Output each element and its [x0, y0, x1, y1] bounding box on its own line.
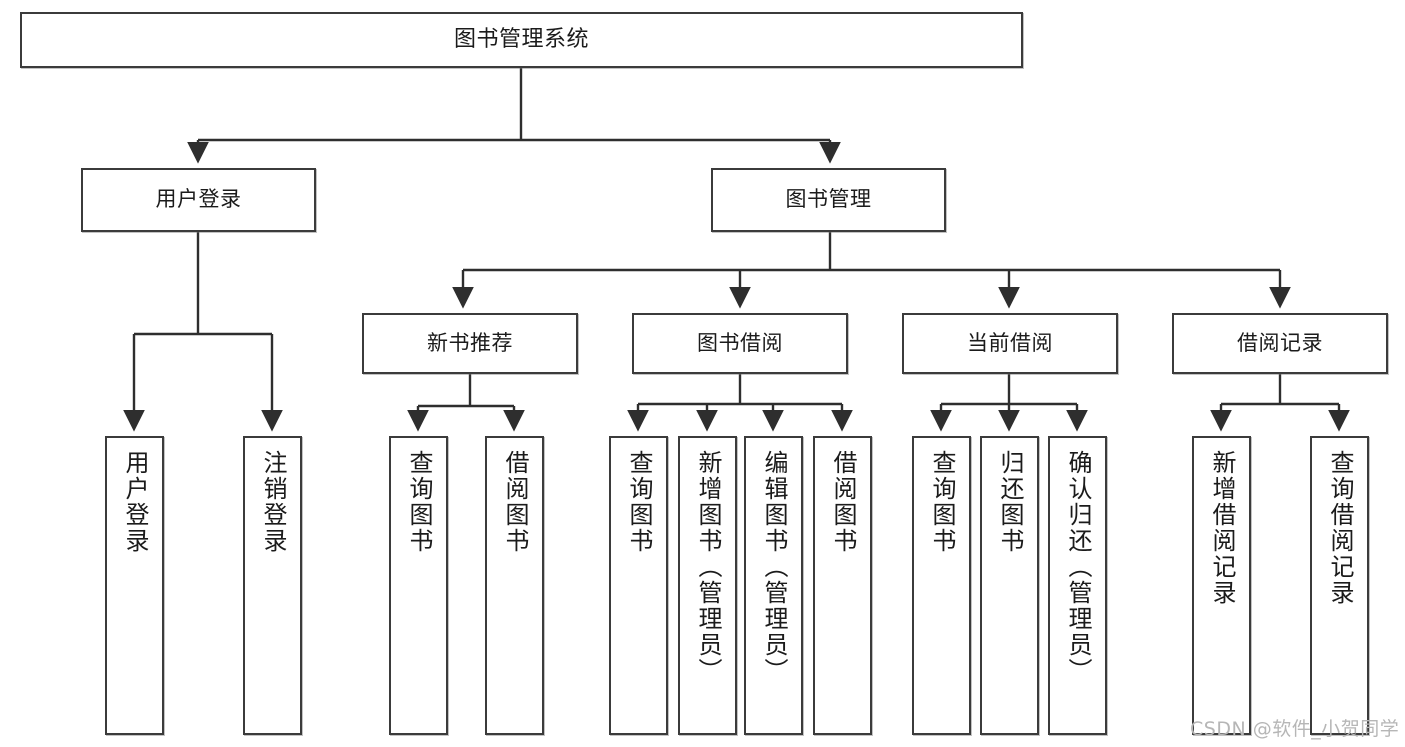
node-label: 查询图书	[624, 450, 653, 554]
node-new-book-recommend[interactable]: 新书推荐	[362, 313, 578, 374]
node-leaf-query-book-cb[interactable]: 查询图书	[912, 436, 971, 735]
node-label: 用户登录	[120, 450, 149, 554]
node-user-login[interactable]: 用户登录	[81, 168, 316, 232]
node-label: 新增图书（管理员）	[693, 450, 722, 684]
node-book-borrow[interactable]: 图书借阅	[632, 313, 848, 374]
node-label: 编辑图书（管理员）	[759, 450, 788, 684]
node-label: 新增借阅记录	[1207, 450, 1236, 606]
csdn-watermark: CSDN @软件_小贺同学	[1190, 718, 1400, 740]
node-leaf-edit-book-admin[interactable]: 编辑图书（管理员）	[744, 436, 803, 735]
node-leaf-query-borrow-record[interactable]: 查询借阅记录	[1310, 436, 1369, 735]
node-leaf-return-book[interactable]: 归还图书	[980, 436, 1039, 735]
node-leaf-add-borrow-record[interactable]: 新增借阅记录	[1192, 436, 1251, 735]
node-leaf-logout[interactable]: 注销登录	[243, 436, 302, 735]
node-label: 查询图书	[404, 450, 433, 554]
node-label: 确认归还（管理员）	[1063, 450, 1092, 684]
node-leaf-borrow-book-nb[interactable]: 借阅图书	[485, 436, 544, 735]
node-book-management[interactable]: 图书管理	[711, 168, 946, 232]
node-label: 查询借阅记录	[1325, 450, 1354, 606]
node-label: 图书管理	[785, 187, 872, 212]
node-label: 查询图书	[927, 450, 956, 554]
node-label: 归还图书	[995, 450, 1024, 554]
node-label: 借阅记录	[1237, 330, 1323, 355]
node-leaf-user-login[interactable]: 用户登录	[105, 436, 164, 735]
node-leaf-confirm-return-admin[interactable]: 确认归还（管理员）	[1048, 436, 1107, 735]
node-borrow-record[interactable]: 借阅记录	[1172, 313, 1388, 374]
node-label: 注销登录	[258, 450, 287, 554]
node-leaf-query-book-nb[interactable]: 查询图书	[389, 436, 448, 735]
node-leaf-borrow-book-bb[interactable]: 借阅图书	[813, 436, 872, 735]
node-label: 借阅图书	[828, 450, 857, 554]
node-leaf-query-book-bb[interactable]: 查询图书	[609, 436, 668, 735]
node-label: 用户登录	[155, 187, 242, 212]
node-label: 借阅图书	[500, 450, 529, 554]
node-label: 图书管理系统	[453, 26, 589, 52]
node-root-system[interactable]: 图书管理系统	[20, 12, 1023, 68]
node-label: 新书推荐	[427, 330, 513, 355]
node-leaf-add-book-admin[interactable]: 新增图书（管理员）	[678, 436, 737, 735]
node-label: 当前借阅	[967, 330, 1053, 355]
node-current-borrow[interactable]: 当前借阅	[902, 313, 1118, 374]
node-label: 图书借阅	[697, 330, 783, 355]
